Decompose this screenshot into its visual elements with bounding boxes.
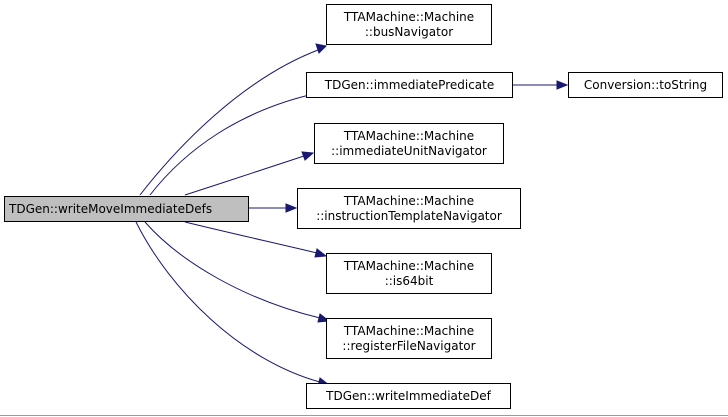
edge-root-to-is64bit bbox=[184, 221, 318, 254]
arrowhead-tostring bbox=[556, 80, 569, 90]
node-registerfilenavigator-line2: ::registerFileNavigator bbox=[342, 338, 476, 353]
edge-root-to-writeimmediatedef bbox=[135, 221, 321, 383]
node-busnavigator-line2: ::busNavigator bbox=[364, 24, 454, 39]
node-writeimmediatedef[interactable]: TDGen::writeImmediateDef bbox=[306, 383, 511, 409]
edge-root-to-immediateunitnavigator bbox=[184, 155, 305, 196]
arrowhead-busnavigator bbox=[315, 43, 328, 54]
node-registerfilenavigator[interactable]: TTAMachine::Machine ::registerFileNaviga… bbox=[326, 318, 492, 359]
node-root-label: TDGen::writeMoveImmediateDefs bbox=[9, 201, 213, 216]
bottom-divider bbox=[0, 415, 728, 416]
edge-root-to-busnavigator bbox=[139, 49, 319, 196]
node-is64bit[interactable]: TTAMachine::Machine ::is64bit bbox=[326, 253, 492, 294]
node-busnavigator[interactable]: TTAMachine::Machine ::busNavigator bbox=[326, 4, 492, 45]
node-immediateunitnavigator-line1: TTAMachine::Machine bbox=[343, 128, 475, 143]
node-immediatepredicate[interactable]: TDGen::immediatePredicate bbox=[306, 72, 513, 98]
edge-root-to-immediatepredicate bbox=[149, 92, 319, 196]
node-tostring[interactable]: Conversion::toString bbox=[568, 72, 723, 98]
arrowhead-instructiontemplatenavigator bbox=[285, 203, 298, 213]
node-immediateunitnavigator-line2: ::immediateUnitNavigator bbox=[331, 143, 487, 158]
node-root[interactable]: TDGen::writeMoveImmediateDefs bbox=[4, 196, 249, 222]
arrowhead-is64bit bbox=[314, 248, 328, 258]
node-instructiontemplatenavigator-line2: ::instructionTemplateNavigator bbox=[316, 208, 502, 223]
node-immediatepredicate-label: TDGen::immediatePredicate bbox=[324, 77, 495, 92]
arrowhead-immediateunitnavigator bbox=[301, 151, 315, 161]
node-instructiontemplatenavigator-line1: TTAMachine::Machine bbox=[343, 193, 475, 208]
node-writeimmediatedef-label: TDGen::writeImmediateDef bbox=[326, 388, 491, 403]
edge-root-to-registerfilenavigator bbox=[144, 221, 321, 319]
node-is64bit-line2: ::is64bit bbox=[384, 273, 434, 288]
node-tostring-label: Conversion::toString bbox=[583, 77, 708, 92]
node-registerfilenavigator-line1: TTAMachine::Machine bbox=[343, 323, 475, 338]
node-busnavigator-line1: TTAMachine::Machine bbox=[343, 9, 475, 24]
node-is64bit-line1: TTAMachine::Machine bbox=[343, 258, 475, 273]
node-instructiontemplatenavigator[interactable]: TTAMachine::Machine ::instructionTemplat… bbox=[297, 188, 521, 229]
node-immediateunitnavigator[interactable]: TTAMachine::Machine ::immediateUnitNavig… bbox=[314, 123, 504, 164]
